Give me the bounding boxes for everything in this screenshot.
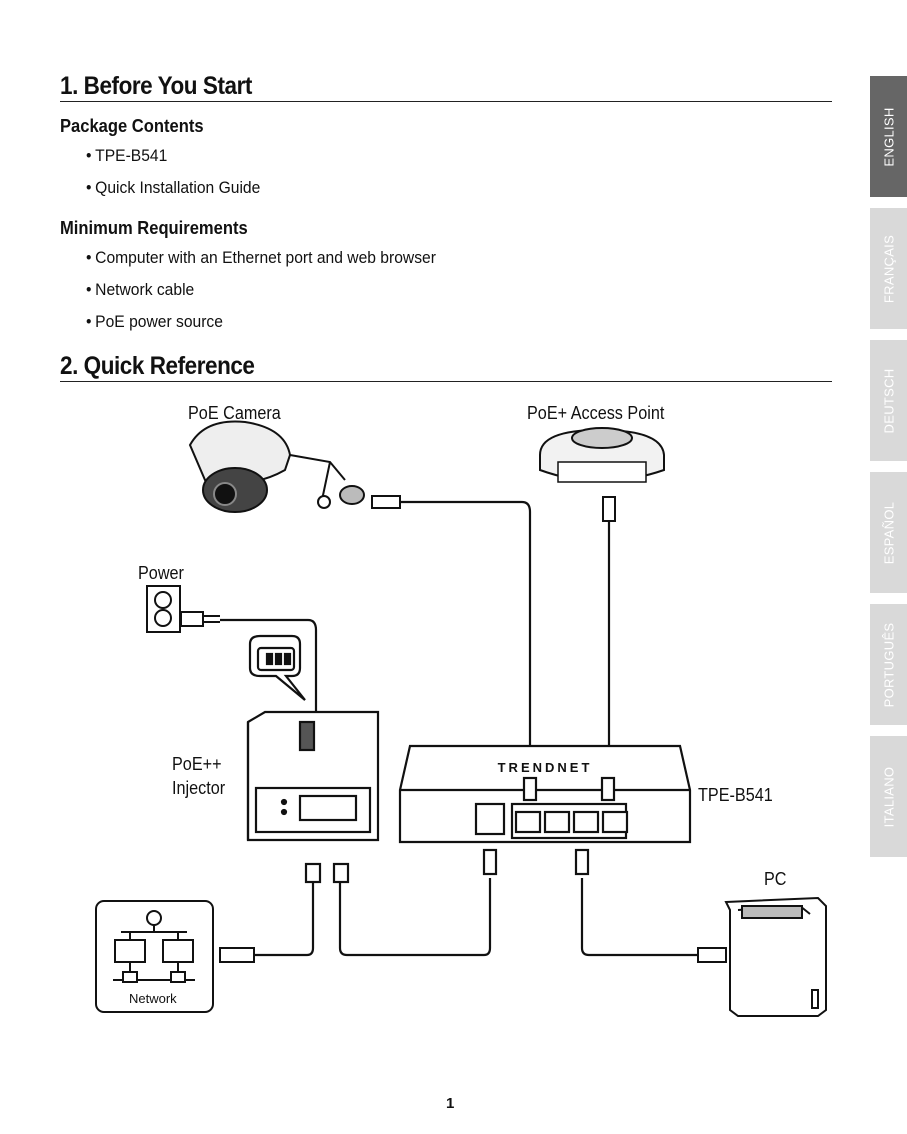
- power-connector-callout-icon: [248, 634, 306, 701]
- section-1-rule: [60, 101, 832, 102]
- list-item: Computer with an Ethernet port and web b…: [86, 248, 436, 280]
- tab-italiano[interactable]: ITALIANO: [870, 736, 907, 857]
- access-point-icon: [539, 427, 665, 522]
- list-item: Network cable: [86, 280, 436, 312]
- list-item: PoE power source: [86, 312, 436, 344]
- label-injector-line1: PoE++: [172, 754, 222, 774]
- cable-network-to-injector: [255, 878, 315, 957]
- minimum-requirements-list: Computer with an Ethernet port and web b…: [86, 248, 466, 344]
- cable-power-to-injector: [220, 618, 318, 712]
- label-poe-camera: PoE Camera: [188, 403, 281, 423]
- label-pc: PC: [764, 869, 787, 889]
- switch-brand-logo: TRENDNET: [498, 760, 593, 775]
- section-1-title: 1. Before You Start: [60, 72, 252, 100]
- cable-injector-to-switch: [338, 878, 492, 957]
- tab-portugues[interactable]: PORTUGUÊS: [870, 604, 907, 725]
- cable-switch-to-pc: [580, 878, 700, 957]
- tab-espanol[interactable]: ESPAÑOL: [870, 472, 907, 593]
- label-injector-line2: Injector: [172, 778, 226, 798]
- tab-english[interactable]: ENGLISH: [870, 76, 907, 197]
- package-contents-heading: Package Contents: [60, 116, 204, 136]
- page-number: 1: [446, 1095, 455, 1112]
- minimum-requirements-heading: Minimum Requirements: [60, 218, 248, 238]
- list-item: Quick Installation Guide: [86, 178, 260, 210]
- section-2-title: 2. Quick Reference: [60, 352, 255, 380]
- package-contents-list: TPE-B541 Quick Installation Guide: [86, 146, 276, 210]
- switch-icon: [398, 744, 692, 876]
- tab-deutsch[interactable]: DEUTSCH: [870, 340, 907, 461]
- label-network: Network: [129, 991, 177, 1006]
- label-switch: TPE-B541: [698, 785, 773, 805]
- poe-camera-icon: [188, 420, 401, 513]
- label-access-point: PoE+ Access Point: [527, 403, 665, 423]
- label-power: Power: [138, 563, 184, 583]
- power-outlet-icon: [146, 585, 220, 633]
- pc-icon: [697, 896, 827, 1017]
- section-2-rule: [60, 381, 832, 382]
- list-item: TPE-B541: [86, 146, 260, 178]
- network-icon: [95, 900, 255, 1013]
- cable-camera-to-switch: [400, 500, 532, 790]
- tab-francais[interactable]: FRANÇAIS: [870, 208, 907, 329]
- injector-icon: [246, 710, 380, 884]
